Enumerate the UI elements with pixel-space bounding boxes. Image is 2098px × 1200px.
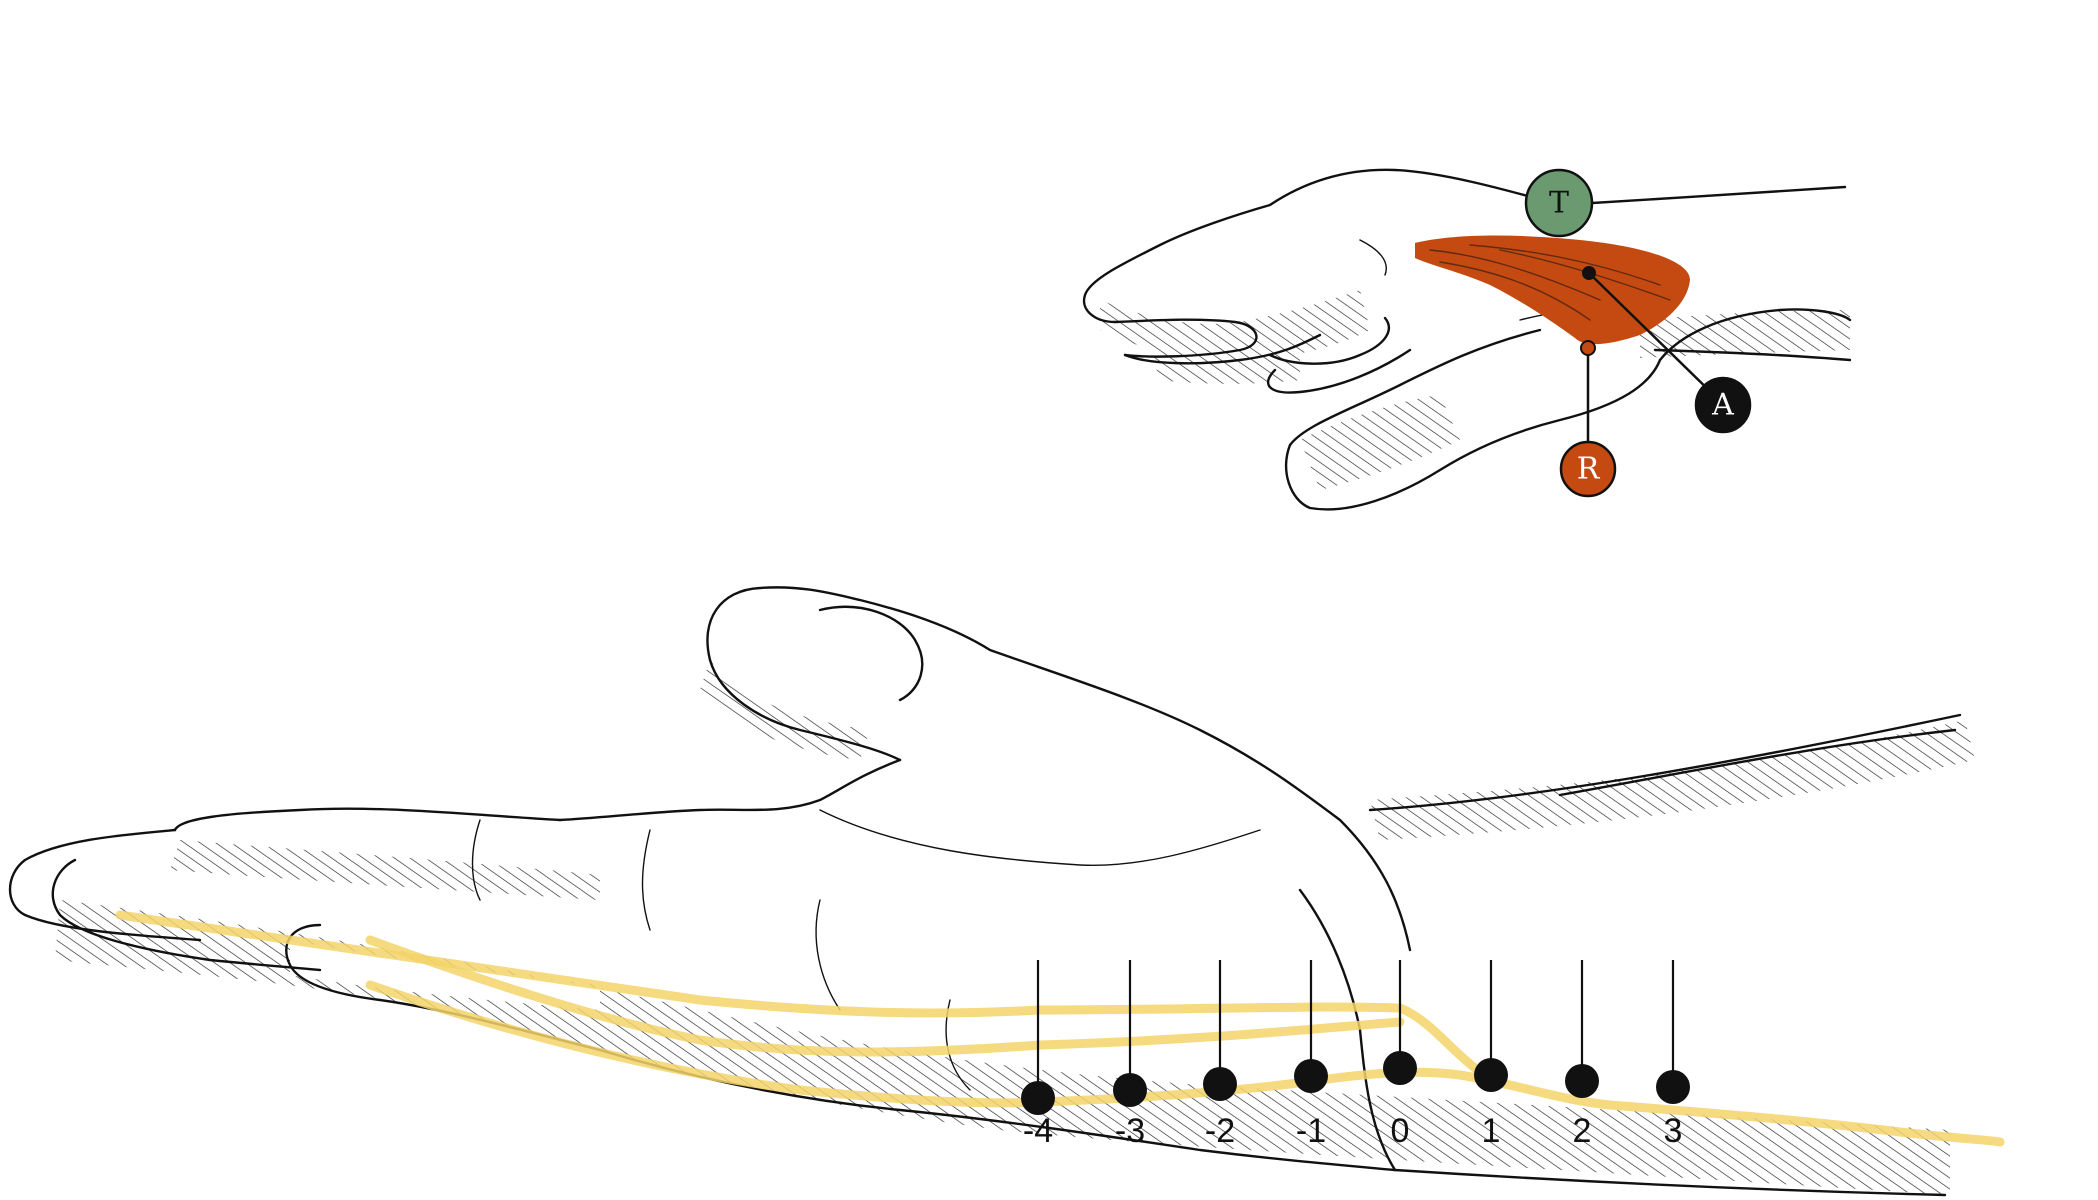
badge-r-label: R (1577, 452, 1601, 487)
bottom-finger-1 (173, 807, 562, 832)
scale-label: -2 (1205, 1112, 1235, 1150)
bottom-forearm-lower (1393, 1168, 1947, 1197)
scale-label: 2 (1573, 1112, 1592, 1150)
bottom-finger-3 (51, 858, 322, 972)
bottom-finger-crease-3 (815, 899, 841, 1011)
top-finger-1 (1113, 318, 1258, 358)
bottom-finger-crease-2 (641, 829, 651, 931)
badge-r: R (1559, 440, 1617, 498)
scale-pin-dot (1474, 1058, 1508, 1092)
bottom-finger-crease-1 (471, 819, 481, 901)
scale-markers: -4 -3 -2 -1 0 1 2 3 (1021, 960, 1690, 1150)
bottom-palm-upper (558, 758, 902, 822)
badge-a: A (1694, 376, 1752, 434)
scale-pin-dot (1113, 1073, 1147, 1107)
top-finger-3 (1268, 316, 1391, 365)
scale-pin-dot (1203, 1067, 1237, 1101)
scale-label: 3 (1664, 1112, 1683, 1150)
badge-t-label: T (1549, 186, 1569, 221)
muscle-fibers (1429, 244, 1671, 321)
top-finger-2 (1123, 333, 1322, 365)
scale-label: 1 (1482, 1112, 1501, 1150)
bottom-hand-shading (55, 660, 1975, 1195)
top-forearm-outline (1558, 185, 1847, 207)
r-pointer-dot (1580, 340, 1596, 356)
scale-pin-dot (1294, 1059, 1328, 1093)
top-forearm-lower (1653, 348, 1852, 362)
badge-a-label: A (1711, 388, 1734, 423)
bottom-thumb-web (708, 658, 902, 762)
a-pointer-line (1588, 272, 1723, 404)
bottom-thumb-outline (706, 586, 1412, 952)
scale-label: 0 (1391, 1112, 1410, 1150)
bottom-finger-2 (8, 828, 202, 942)
top-hand-illustration (1082, 168, 1852, 511)
scale-pin-dot (1565, 1064, 1599, 1098)
abductor-muscle (1415, 235, 1690, 345)
nerve-branch-2 (365, 935, 1405, 1057)
top-thumb-outline (1284, 328, 1662, 511)
top-hand-back-outline (1082, 168, 1562, 324)
top-knuckle-line (1359, 239, 1387, 276)
scale-pin-dot (1021, 1081, 1055, 1115)
bottom-palm-crease (819, 809, 1261, 867)
scale-label: -4 (1023, 1112, 1053, 1150)
top-hand-shading (1100, 290, 1850, 490)
bottom-palm-lower (1298, 888, 1397, 1172)
badge-t: T (1524, 168, 1594, 238)
a-pointer-dot (1582, 266, 1596, 280)
scale-pin-dot (1656, 1070, 1690, 1104)
scale-label: -1 (1296, 1112, 1326, 1150)
top-palm-edge (1658, 308, 1852, 362)
bottom-thumb-nail (818, 605, 924, 702)
top-finger-4 (1266, 348, 1412, 394)
scale-label: -3 (1115, 1112, 1145, 1150)
bottom-forearm-mid (1558, 728, 1957, 797)
muscle-shape (1415, 235, 1690, 345)
bottom-forearm-upper (1368, 713, 1962, 812)
scale-pin-dot (1383, 1051, 1417, 1085)
